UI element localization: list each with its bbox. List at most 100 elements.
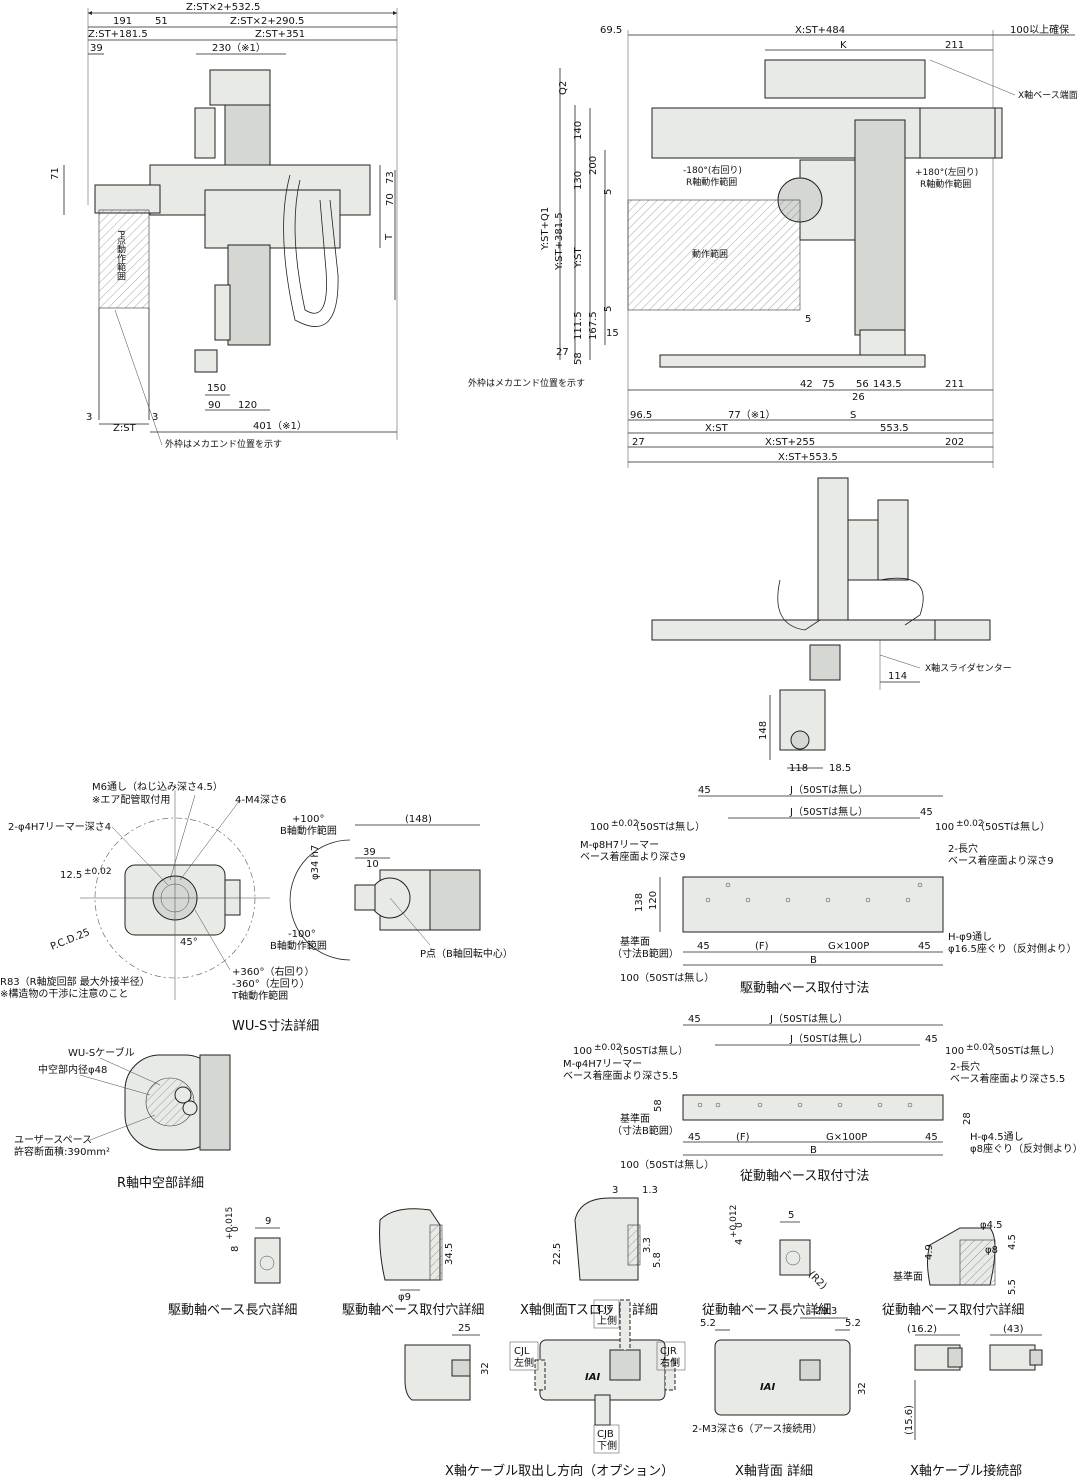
fb-cb: φ8座ぐり（反対側より） [970, 1142, 1083, 1155]
wus-b-plus: +100° [292, 814, 324, 825]
r-user: ユーザースペース [14, 1134, 92, 1146]
db-100c: 100（50STは無し） [620, 971, 714, 984]
d1-tol: +0.015 [225, 1207, 235, 1240]
dim-77: 77（※1） [728, 409, 775, 421]
b1-cjl-side: 左側 [514, 1356, 534, 1369]
label-r-plus: +180°(左回り) [915, 166, 978, 178]
dim-150: 150 [207, 383, 226, 394]
d5-4-5: 4.5 [1007, 1234, 1018, 1250]
d5-caption: 従動軸ベース取付穴詳細 [882, 1302, 1024, 1318]
dim-3b: 3 [152, 412, 158, 423]
wus-b-range2: B軸動作範囲 [270, 939, 327, 952]
follow-holes [697, 1102, 913, 1108]
d1-caption: 駆動軸ベース長穴詳細 [168, 1302, 297, 1318]
b1-cjt-side: 上側 [597, 1314, 617, 1327]
top-left-note: 外枠はメカエンド位置を示す [165, 438, 282, 450]
r-inner: 中空部内径φ48 [38, 1063, 107, 1076]
fb-slot: 2-長穴 [950, 1060, 980, 1073]
db-120: 120 [648, 891, 659, 910]
fb-j2: J（50STは無し） [789, 1032, 868, 1045]
d1-tol0: 0 [231, 1226, 241, 1232]
dim-26: 26 [852, 392, 865, 403]
db-j2: J（50STは無し） [789, 805, 868, 818]
label-r-plus2: R軸動作範囲 [920, 178, 971, 190]
wus-45: 45° [180, 937, 198, 948]
top-left-view: Z:ST×2+532.5 191 51 Z:ST×2+290.5 Z:ST+18… [50, 2, 398, 450]
b1-25: 25 [458, 1323, 471, 1334]
wus-4m4: 4-M4深さ6 [235, 794, 286, 806]
dim-27b: 27 [632, 437, 645, 448]
dim-73: 73 [385, 171, 396, 184]
wus-air: ※エア配管取付用 [92, 793, 170, 806]
fb-50st-a: （50STは無し） [613, 1044, 688, 1057]
fb-45c: 45 [688, 1132, 701, 1143]
wus-p-point: P点（B軸回転中心） [420, 947, 513, 960]
d3-3-3: 3.3 [642, 1237, 653, 1253]
dim-15: 15 [606, 328, 619, 339]
wus-detail: M6通し（ねじ込み深さ4.5） ※エア配管取付用 4-M4深さ6 2-φ4H7リ… [0, 781, 513, 1034]
dim-3a: 3 [86, 412, 92, 423]
fb-reamer: M-φ4H7リーマー [563, 1059, 642, 1070]
db-depth: ベース着座面より深さ9 [580, 850, 686, 863]
db-refb: （寸法B範囲） [612, 947, 679, 960]
fb-h: H-φ4.5通し [970, 1131, 1024, 1143]
dim-69-5: 69.5 [600, 25, 622, 36]
b1-caption: X軸ケーブル取出し方向（オプション） [445, 1463, 674, 1479]
wus-12-5: 12.5 [60, 870, 82, 881]
b1-logo: IAI [585, 1372, 600, 1383]
b1-32: 32 [480, 1362, 491, 1375]
dim-90: 90 [208, 400, 221, 411]
fb-28: 28 [962, 1112, 973, 1125]
b3-15-6: (15.6) [904, 1405, 915, 1435]
dim-18-5: 18.5 [829, 763, 851, 774]
dim-118: 118 [789, 763, 808, 774]
b1-cjr-side: 右側 [660, 1356, 680, 1369]
label-r-minus: -180°(右回り) [683, 164, 742, 176]
b1-cjl: CJL [514, 1346, 530, 1357]
dim-100-over: 100以上確保 [1010, 23, 1069, 36]
db-reamer: M-φ8H7リーマー [580, 840, 659, 851]
dim-58: 58 [573, 352, 584, 365]
dim-211a: 211 [945, 40, 964, 51]
db-slot-depth: ベース着座面より深さ9 [948, 854, 1054, 867]
b2-logo: IAI [760, 1382, 775, 1393]
d3-1-3: 1.3 [642, 1185, 658, 1196]
db-j1: J（50STは無し） [789, 783, 868, 796]
b1-cjr: CJR [660, 1346, 677, 1357]
d3-22-5: 22.5 [552, 1243, 563, 1265]
b1-cjt: CJT [597, 1304, 614, 1315]
d4-5: 5 [788, 1210, 794, 1221]
dim-yst: Y:ST [573, 247, 584, 269]
top-right-note: 外枠はメカエンド位置を示す [468, 377, 585, 389]
b2-29-3: 29.3 [815, 1306, 837, 1317]
fb-50st-b: （50STは無し） [985, 1044, 1060, 1057]
drive-holes [705, 882, 923, 903]
d5-4-9: 4.9 [924, 1244, 935, 1260]
dim-xst-484: X:ST+484 [795, 25, 845, 36]
d4-r2: (R2) [806, 1269, 829, 1292]
bottom-row: 25 32 CJL 左側 CJT 上側 CJR 右側 CJB 下側 IAI X軸… [404, 1299, 1043, 1479]
dim-27a: 27 [556, 347, 569, 358]
dim-42: 42 [800, 379, 813, 390]
wus-m6: M6通し（ねじ込み深さ4.5） [92, 781, 223, 793]
fb-caption: 従動軸ベース取付寸法 [740, 1169, 869, 1184]
db-tol-a: ±0.02 [611, 819, 639, 829]
dim-71: 71 [50, 167, 61, 180]
dim-zst2-532: Z:ST×2+532.5 [186, 2, 260, 13]
db-45d: 45 [918, 941, 931, 952]
dim-140: 140 [573, 121, 584, 140]
d5-5-5: 5.5 [1007, 1279, 1018, 1295]
d4-4: 4 [734, 1239, 745, 1245]
d5-phi4-5: φ4.5 [980, 1220, 1003, 1231]
dim-401: 401（※1） [253, 420, 307, 432]
wus-t-minus: -360°（左回り） [232, 977, 310, 990]
fb-f: (F) [736, 1132, 750, 1143]
d3-5-8: 5.8 [652, 1252, 663, 1268]
d3-3: 3 [612, 1185, 618, 1196]
fb-g: G×100P [826, 1132, 867, 1143]
dim-5c: 5 [805, 314, 811, 325]
dim-200: 200 [588, 156, 599, 175]
wus-tol: ±0.02 [84, 867, 112, 877]
d3-caption: X軸側面Tスロット 詳細 [520, 1302, 658, 1318]
follow-base: 45 J（50STは無し） J（50STは無し） 45 100 ±0.02 （5… [563, 1012, 1083, 1184]
